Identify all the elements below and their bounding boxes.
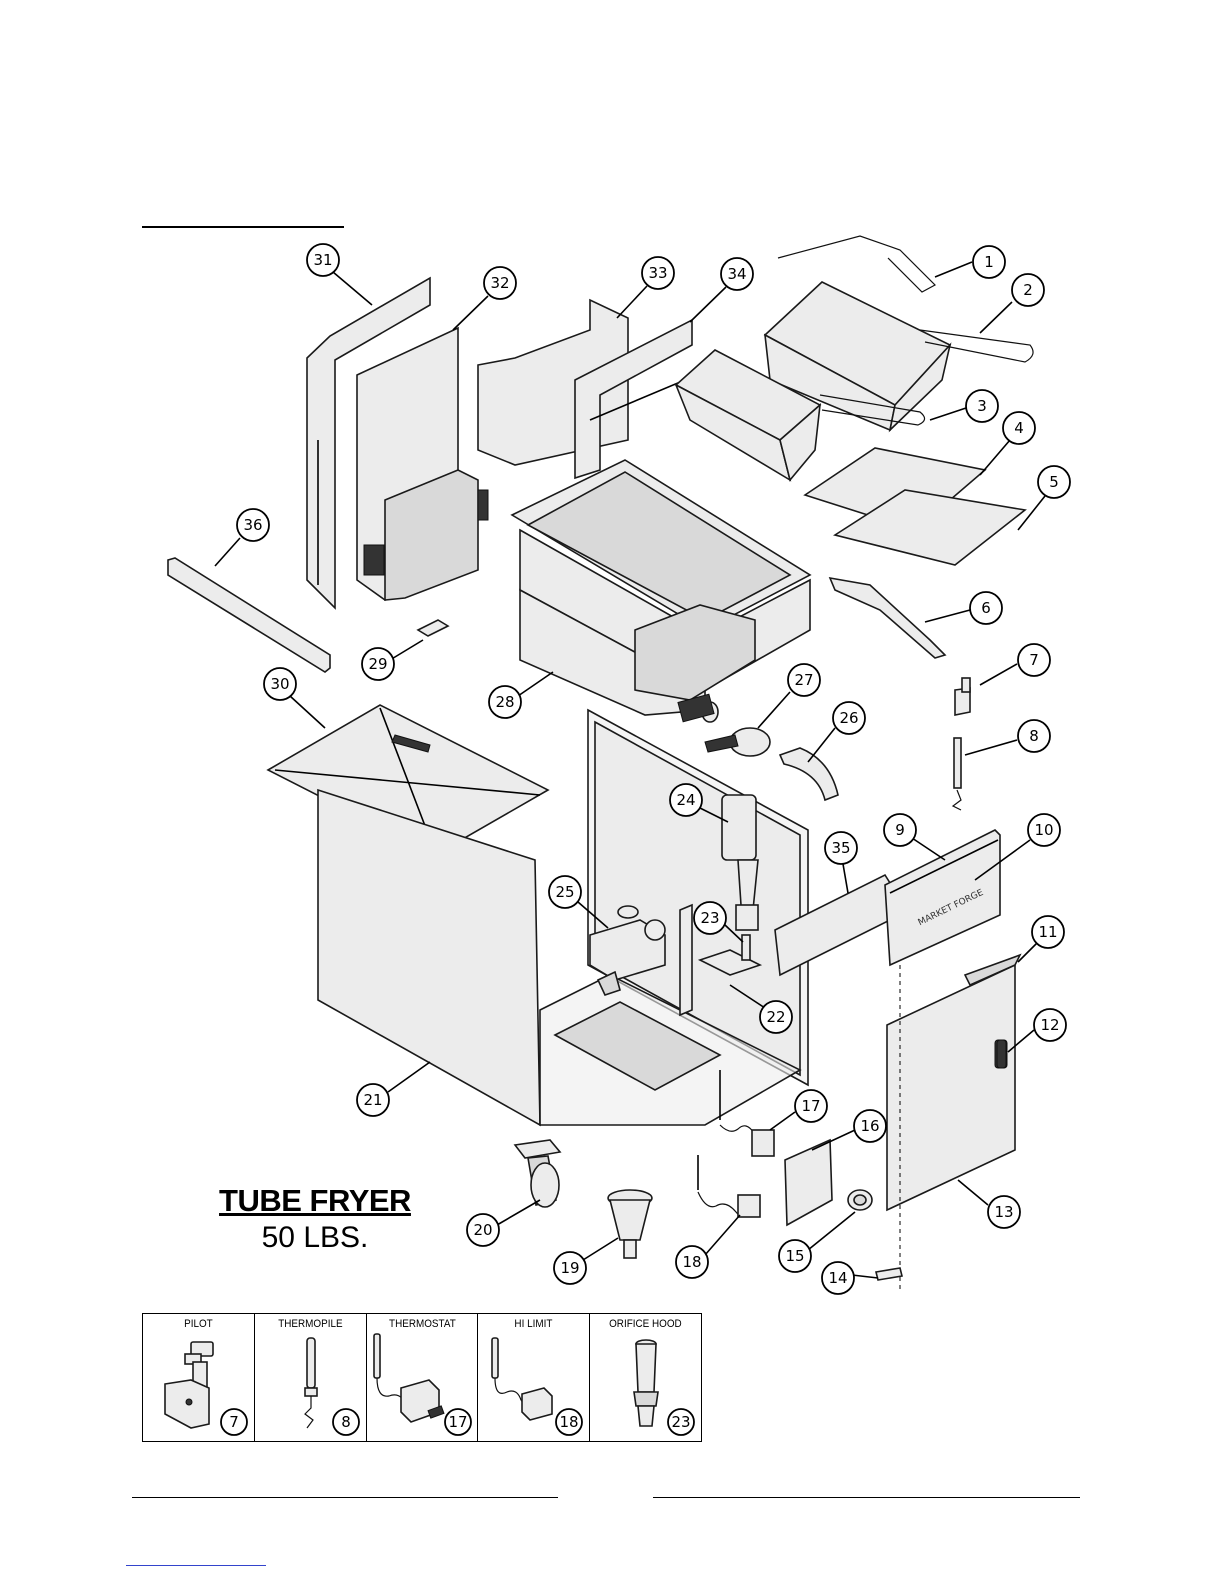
callout-13: 13 [958,1180,1020,1228]
legend-cell-thermostat: THERMOSTAT 17 [367,1314,479,1441]
callout-26: 26 [808,702,865,762]
callout-8: 8 [965,720,1050,755]
svg-text:20: 20 [473,1221,492,1239]
svg-text:12: 12 [1040,1016,1059,1034]
svg-text:1: 1 [984,253,994,271]
callout-35: 35 [825,832,857,893]
diagram-subtitle: 50 LBS. [215,1220,415,1256]
svg-text:32: 32 [490,274,509,292]
callout-19: 19 [554,1238,618,1284]
svg-text:35: 35 [831,839,850,857]
orifice-hood-icon: 23 [590,1314,701,1441]
footer-link-underline[interactable] [126,1565,266,1566]
diagram-title: TUBE FRYER [215,1182,415,1220]
component-legend: PILOT 7 THERMOPILE 8 THERMOSTAT [142,1313,702,1442]
callout-5: 5 [1018,466,1070,530]
svg-text:17: 17 [448,1413,467,1431]
svg-text:29: 29 [368,655,387,673]
legend-cell-hi-limit: HI LIMIT 18 [478,1314,590,1441]
callout-6: 6 [925,592,1002,624]
callout-34: 34 [690,258,753,322]
callout-33: 33 [617,257,674,318]
svg-text:13: 13 [994,1203,1013,1221]
legend-cell-orifice-hood: ORIFICE HOOD 23 [590,1314,701,1441]
callout-31: 31 [307,244,372,305]
callout-9: 9 [884,814,945,860]
svg-text:6: 6 [981,599,991,617]
svg-text:23: 23 [672,1413,691,1431]
footer-rule-right [653,1497,1080,1498]
svg-text:17: 17 [801,1097,820,1115]
svg-text:15: 15 [785,1247,804,1265]
callout-3: 3 [930,390,998,422]
svg-text:36: 36 [243,516,262,534]
svg-text:23: 23 [700,909,719,927]
svg-text:14: 14 [828,1269,847,1287]
footer-rule-left [132,1497,558,1498]
svg-text:5: 5 [1049,473,1059,491]
callout-17: 17 [770,1090,827,1130]
svg-text:25: 25 [555,883,574,901]
svg-text:28: 28 [495,693,514,711]
diagram-title-block: TUBE FRYER 50 LBS. [215,1182,415,1256]
callout-27: 27 [758,664,820,728]
callout-14: 14 [822,1262,878,1294]
svg-text:31: 31 [313,251,332,269]
svg-text:9: 9 [895,821,905,839]
svg-text:10: 10 [1034,821,1053,839]
svg-text:30: 30 [270,675,289,693]
svg-text:26: 26 [839,709,858,727]
callout-24: 24 [670,784,728,822]
thermopile-icon: 8 [255,1314,366,1441]
callout-28: 28 [489,672,553,718]
svg-text:7: 7 [1029,651,1039,669]
svg-text:21: 21 [363,1091,382,1109]
svg-text:2: 2 [1023,281,1033,299]
svg-text:33: 33 [648,264,667,282]
svg-text:34: 34 [727,265,746,283]
callout-12: 12 [1008,1009,1066,1052]
svg-text:8: 8 [1029,727,1039,745]
callout-7: 7 [980,644,1050,685]
callout-20: 20 [467,1200,540,1246]
hi-limit-icon: 18 [478,1314,589,1441]
callout-21: 21 [357,1062,430,1116]
pilot-icon: 7 [143,1314,254,1441]
thermostat-icon: 17 [367,1314,478,1441]
callout-2: 2 [980,274,1044,333]
callout-10: 10 [975,814,1060,880]
svg-text:3: 3 [977,397,987,415]
legend-cell-thermopile: THERMOPILE 8 [255,1314,367,1441]
callout-36: 36 [215,509,269,566]
callout-30: 30 [264,668,325,728]
svg-text:8: 8 [341,1413,351,1431]
callout-11: 11 [1018,916,1064,962]
svg-text:16: 16 [860,1117,879,1135]
svg-text:24: 24 [676,791,695,809]
callout-32: 32 [453,267,516,330]
callout-22: 22 [730,985,792,1033]
callout-18: 18 [676,1215,740,1278]
svg-text:27: 27 [794,671,813,689]
svg-text:18: 18 [682,1253,701,1271]
svg-text:22: 22 [766,1008,785,1026]
svg-text:11: 11 [1038,923,1057,941]
svg-text:19: 19 [560,1259,579,1277]
svg-text:7: 7 [229,1413,239,1431]
svg-text:4: 4 [1014,419,1024,437]
legend-cell-pilot: PILOT 7 [143,1314,255,1441]
callout-25: 25 [549,876,608,928]
svg-text:18: 18 [560,1413,579,1431]
callout-29: 29 [362,640,423,680]
callout-23: 23 [694,902,743,942]
callout-1: 1 [935,246,1005,278]
